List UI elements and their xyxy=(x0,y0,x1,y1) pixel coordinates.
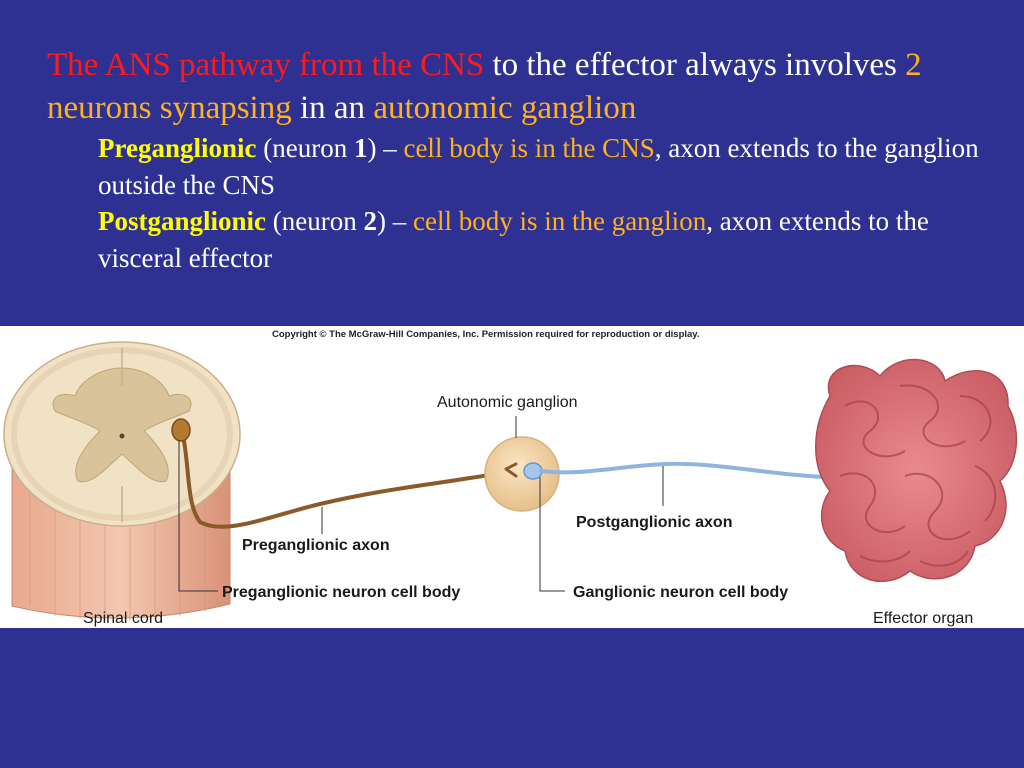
effector-organ xyxy=(815,359,1018,582)
bullet-rest: , axon extends to the ganglion outside t… xyxy=(98,133,979,200)
label-ganglionic-cell-body: Ganglionic neuron cell body xyxy=(573,584,788,601)
postganglionic-axon-line xyxy=(539,461,847,480)
bullet-paren-open: (neuron xyxy=(266,206,364,236)
bullet-number: 1 xyxy=(353,133,368,163)
figure-canvas: Copyright © The McGraw-Hill Companies, I… xyxy=(3,329,1018,627)
preganglionic-axon-line xyxy=(180,428,520,529)
bullet-highlight: cell body is in the CNS xyxy=(403,133,655,163)
bullet-postganglionic: Postganglionic (neuron 2) – cell body is… xyxy=(98,203,998,277)
label-postganglionic-axon: Postganglionic axon xyxy=(576,514,732,531)
headline-part-4: in an xyxy=(291,90,374,126)
leader-lines xyxy=(178,416,664,592)
headline-part-5: autonomic ganglion xyxy=(373,90,637,126)
copyright-notice: Copyright © The McGraw-Hill Companies, I… xyxy=(272,329,700,340)
preganglionic-cell-body xyxy=(171,418,191,442)
bullet-paren-close: ) – xyxy=(376,206,413,236)
bullet-number: 2 xyxy=(363,206,377,236)
label-autonomic-ganglion: Autonomic ganglion xyxy=(437,394,578,411)
bullet-paren-close: ) – xyxy=(367,133,404,163)
label-spinal-cord: Spinal cord xyxy=(83,610,163,627)
bullet-highlight: cell body is in the ganglion xyxy=(412,206,707,236)
bullet-preganglionic: Preganglionic (neuron 1) – cell body is … xyxy=(98,130,998,204)
preganglionic-neuron xyxy=(171,418,520,529)
headline: The ANS pathway from the CNS to the effe… xyxy=(47,44,1007,130)
bullet-term: Postganglionic xyxy=(98,206,267,236)
label-preganglionic-axon: Preganglionic axon xyxy=(242,537,390,554)
autonomic-ganglion xyxy=(484,436,560,512)
bullet-rest: , axon extends to the visceral effector xyxy=(98,206,929,273)
label-effector-organ: Effector organ xyxy=(873,610,973,627)
spinal-cord xyxy=(3,341,241,621)
ans-pathway-figure: Copyright © The McGraw-Hill Companies, I… xyxy=(0,326,1024,628)
bullet-term: Preganglionic xyxy=(98,133,257,163)
headline-part-1: The ANS pathway from the CNS xyxy=(47,47,485,83)
headline-part-2: to the effector always involves xyxy=(484,47,906,83)
label-preganglionic-cell-body: Preganglionic neuron cell body xyxy=(222,584,460,601)
headline-part-3: 2 neurons synapsing xyxy=(47,47,922,126)
bullet-paren-open: (neuron xyxy=(256,133,354,163)
